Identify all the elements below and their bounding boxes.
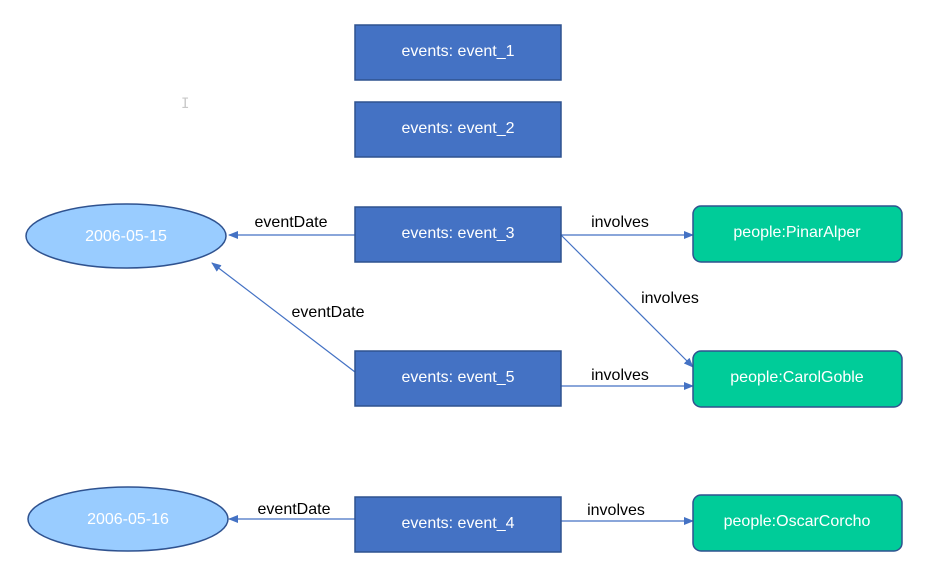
event-node-3: events: event_3 [354, 206, 562, 263]
event-node-1: events: event_1 [354, 24, 562, 81]
edge-label-event5-eventdate: eventDate [292, 304, 365, 321]
date-node-1: 2006-05-15 [25, 203, 227, 269]
person-node-carol: people:CarolGoble [692, 350, 903, 408]
edge-label-event4-involves-oscar: involves [587, 502, 645, 519]
edges: eventDate eventDate eventDate involves i… [211, 214, 699, 525]
edge-event3-involves-carol [560, 234, 694, 368]
event-node-label: events: event_3 [402, 225, 515, 242]
edge-label-event3-eventdate: eventDate [255, 214, 328, 231]
event-node-label: events: event_1 [402, 43, 515, 60]
date-node-2: 2006-05-16 [27, 486, 229, 552]
date-node-label: 2006-05-16 [87, 511, 169, 528]
edge-label-event4-eventdate: eventDate [258, 501, 331, 518]
edge-event5-eventdate [211, 262, 356, 373]
person-node-label: people:PinarAlper [733, 224, 861, 241]
event-node-label: events: event_5 [402, 369, 515, 386]
event-node-2: events: event_2 [354, 101, 562, 158]
person-node-oscar: people:OscarCorcho [692, 494, 903, 552]
event-node-4: events: event_4 [354, 496, 562, 553]
person-node-pinar: people:PinarAlper [692, 205, 903, 263]
person-node-label: people:CarolGoble [730, 369, 864, 386]
edge-label-event3-involves-pinar: involves [591, 214, 649, 231]
text-cursor-icon: I [181, 96, 190, 112]
event-node-label: events: event_4 [402, 515, 515, 532]
edge-label-event5-involves-carol: involves [591, 367, 649, 384]
event-node-label: events: event_2 [402, 120, 515, 137]
date-node-label: 2006-05-15 [85, 228, 167, 245]
person-node-label: people:OscarCorcho [724, 513, 871, 530]
edge-label-event3-involves-carol: involves [641, 290, 699, 307]
event-node-5: events: event_5 [354, 350, 562, 407]
